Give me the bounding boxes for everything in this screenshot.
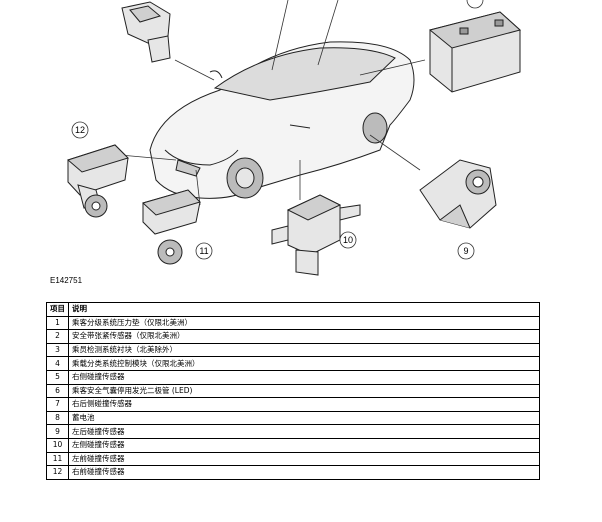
callout-10: 10 (343, 235, 353, 245)
row-description: 安全带张紧传感器（仅限北美洲） (69, 330, 540, 344)
row-number: 7 (47, 398, 69, 412)
row-description: 乘客安全气囊停用发光二极管 (LED) (69, 384, 540, 398)
header-description: 说明 (69, 303, 540, 317)
row-description: 乘载分类系统控制模块（仅限北美洲） (69, 357, 540, 371)
row-description: 左前碰撞传感器 (69, 452, 540, 466)
callout-12: 12 (75, 125, 85, 135)
row-number: 8 (47, 411, 69, 425)
sensor-top-left (122, 2, 170, 62)
row-number: 1 (47, 316, 69, 330)
row-number: 11 (47, 452, 69, 466)
row-number: 5 (47, 370, 69, 384)
header-item: 项目 (47, 303, 69, 317)
car-outline (150, 42, 414, 199)
row-description: 乘客分级系统压力垫（仅限北美洲） (69, 316, 540, 330)
table-header-row: 项目 说明 (47, 303, 540, 317)
row-number: 10 (47, 438, 69, 452)
illustration-svg: 12 11 10 9 (0, 0, 602, 300)
parts-illustration: 12 11 10 9 (0, 0, 602, 300)
row-description: 乘员检测系统衬块（北美除外） (69, 343, 540, 357)
row-number: 9 (47, 425, 69, 439)
row-description: 右后侧碰撞传感器 (69, 398, 540, 412)
sensor-11 (143, 190, 200, 264)
callout-11: 11 (199, 246, 208, 256)
row-number: 3 (47, 343, 69, 357)
row-description: 右前碰撞传感器 (69, 466, 540, 480)
row-description: 蓄电池 (69, 411, 540, 425)
callout-9: 9 (463, 246, 468, 256)
sensor-9 (420, 160, 496, 228)
row-number: 6 (47, 384, 69, 398)
row-number: 2 (47, 330, 69, 344)
battery (430, 12, 520, 92)
callout-8-circle-partial (467, 0, 483, 8)
figure-id: E142751 (50, 276, 82, 285)
row-description: 左侧碰撞传感器 (69, 438, 540, 452)
row-description: 右侧碰撞传感器 (69, 370, 540, 384)
row-number: 4 (47, 357, 69, 371)
row-number: 12 (47, 466, 69, 480)
row-description: 左后碰撞传感器 (69, 425, 540, 439)
sensor-12 (68, 145, 128, 217)
